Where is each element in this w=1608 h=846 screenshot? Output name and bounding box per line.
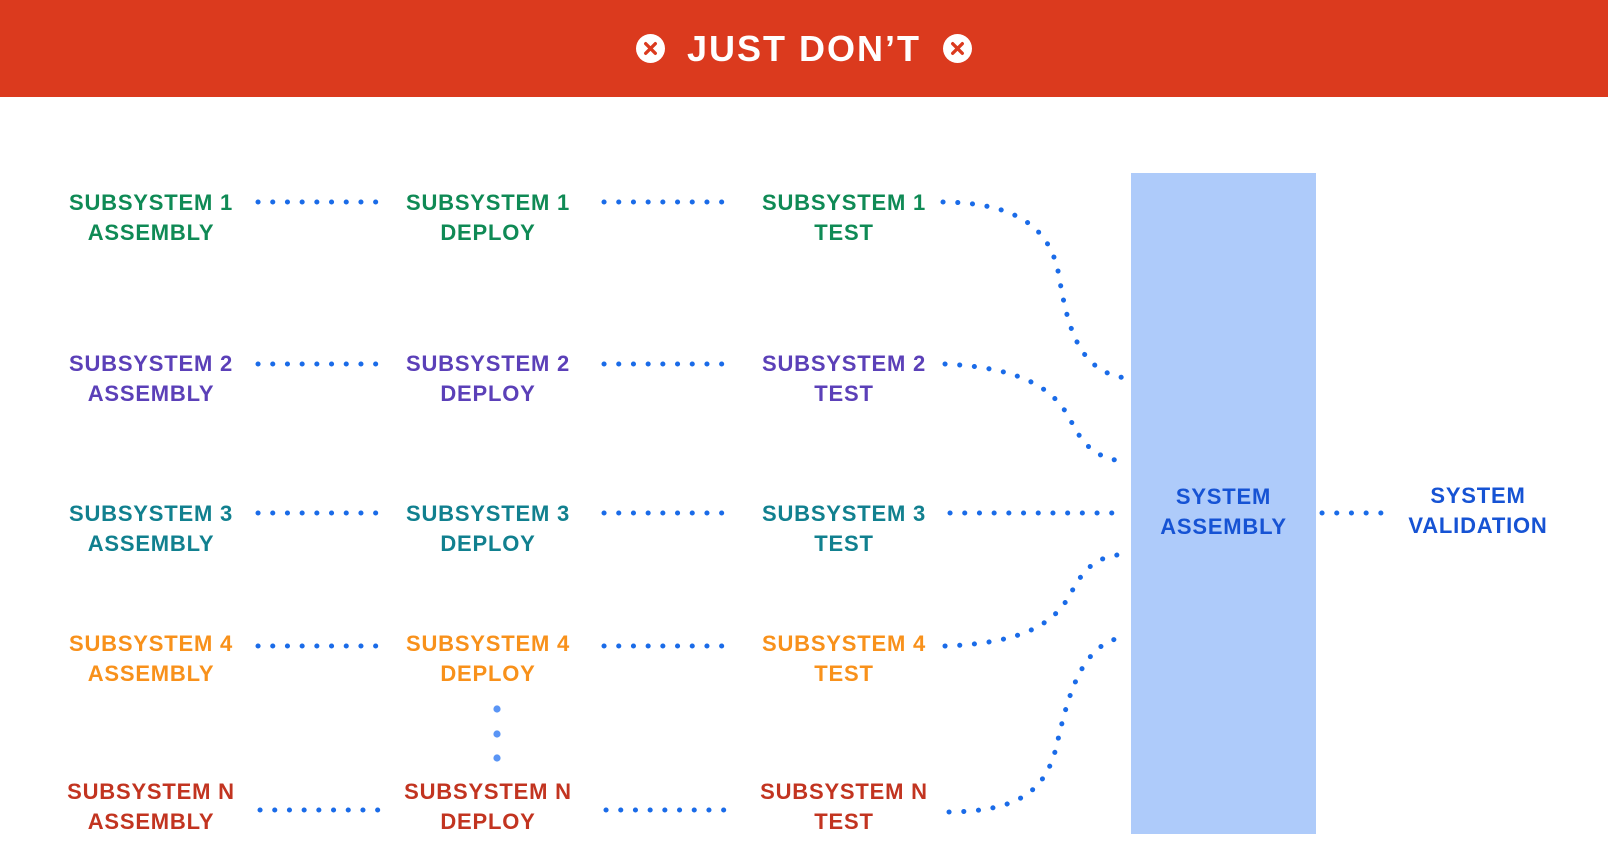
banner-title: JUST DON’T (686, 27, 921, 69)
subsystem-1-assembly-label: SUBSYSTEM 1 ASSEMBLY (68, 190, 234, 245)
subsystem-2-deploy-label: SUBSYSTEM 2 DEPLOY (405, 351, 571, 406)
banner: JUST DON’T (0, 0, 1608, 97)
subsystem-3-test-label: SUBSYSTEM 3 TEST (761, 501, 927, 556)
subsystem-2-assembly-label: SUBSYSTEM 2 ASSEMBLY (68, 351, 234, 406)
vertical-ellipsis-icon (493, 705, 501, 762)
subsystem-3-deploy-label: SUBSYSTEM 3 DEPLOY (405, 501, 571, 556)
curve-row2-test-to-system (942, 361, 1129, 465)
subsystem-n-deploy-label: SUBSYSTEM N DEPLOY (404, 779, 572, 834)
subsystem-2-test-label: SUBSYSTEM 2 TEST (761, 351, 927, 406)
subsystem-4-test-label: SUBSYSTEM 4 TEST (761, 631, 927, 686)
subsystem-4-assembly-label: SUBSYSTEM 4 ASSEMBLY (68, 631, 234, 686)
curve-rowN-test-to-system (946, 634, 1129, 815)
cancel-icon (943, 34, 972, 63)
curve-row1-test-to-system (940, 199, 1129, 381)
cancel-icon (635, 34, 665, 63)
subsystem-1-test-label: SUBSYSTEM 1 TEST (761, 190, 927, 245)
subsystem-1-deploy-label: SUBSYSTEM 1 DEPLOY (405, 190, 571, 245)
subsystem-4-deploy-label: SUBSYSTEM 4 DEPLOY (405, 631, 571, 686)
subsystem-n-test-label: SUBSYSTEM N TEST (760, 779, 928, 834)
curve-row4-test-to-system (942, 551, 1129, 649)
system-validation-label: SYSTEM VALIDATION (1408, 483, 1548, 538)
system-assembly-label: SYSTEM ASSEMBLY (1160, 483, 1287, 539)
system-assembly-box: SYSTEM ASSEMBLY (1131, 173, 1316, 834)
subsystem-3-assembly-label: SUBSYSTEM 3 ASSEMBLY (68, 501, 234, 556)
subsystem-n-assembly-label: SUBSYSTEM N ASSEMBLY (67, 779, 235, 834)
